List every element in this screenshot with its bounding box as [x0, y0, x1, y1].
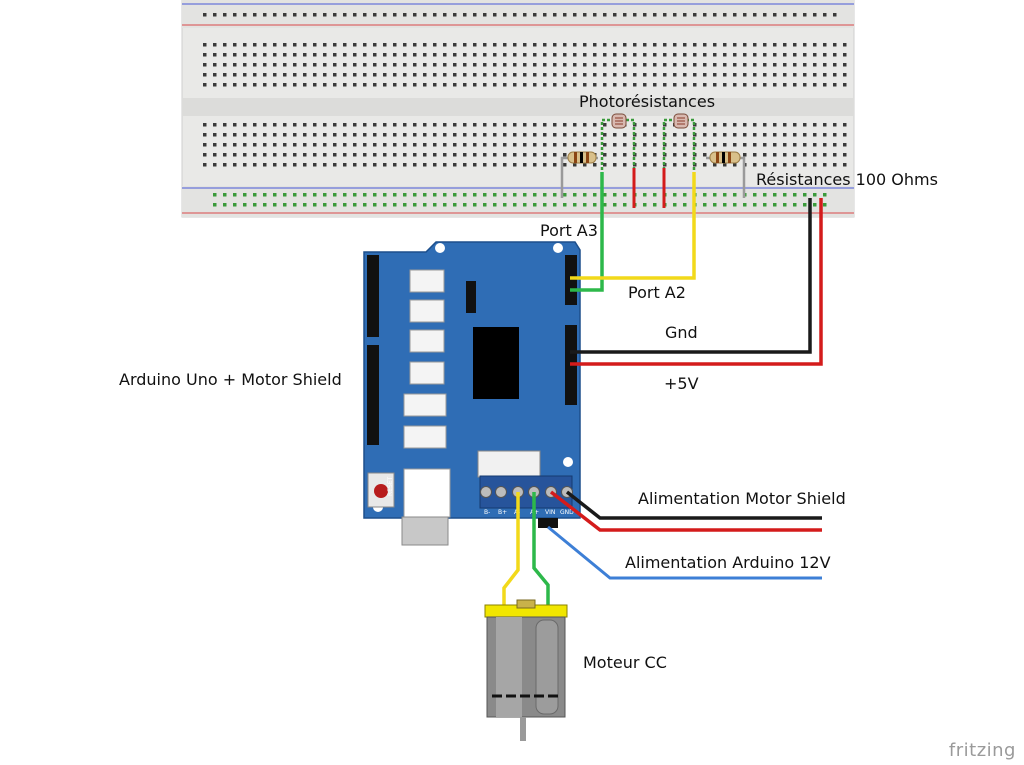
- photoresistor-right: [662, 113, 696, 175]
- label-port-a2: Port A2: [628, 283, 686, 302]
- photoresistor-left: [600, 113, 636, 175]
- label-photoresistances: Photorésistances: [579, 92, 716, 111]
- gnd-text: GND: [560, 509, 574, 516]
- arduino-board: [363, 241, 581, 546]
- wire-arduino-power: [547, 525, 822, 580]
- label-gnd: Gnd: [665, 323, 698, 342]
- fritzing-logo: fritzing: [948, 740, 1016, 761]
- wire-a2-yellow: [570, 172, 696, 280]
- label-board: Arduino Uno + Motor Shield: [119, 370, 342, 389]
- breadboard: [181, 0, 855, 218]
- wire-shield-power: [549, 490, 822, 532]
- label-power-arduino: Alimentation Arduino 12V: [625, 553, 831, 572]
- label-port-a3: Port A3: [540, 221, 598, 240]
- reset-text: RESET: [387, 476, 394, 496]
- label-motor: Moteur CC: [583, 653, 667, 672]
- resistor-right: [706, 151, 746, 198]
- label-5v: +5V: [664, 374, 699, 393]
- wire-a3-green: [570, 172, 604, 292]
- label-power-shield: Alimentation Motor Shield: [638, 489, 846, 508]
- dc-motor: [484, 599, 568, 741]
- vin-text: VIN: [545, 509, 555, 516]
- wire-5v-red: [570, 198, 823, 366]
- wire-gnd-black: [570, 198, 812, 354]
- b-minus-text: B-: [484, 509, 490, 516]
- b-plus-text: B+: [498, 509, 507, 516]
- wire-motor: [502, 492, 550, 605]
- label-resistances: Résistances 100 Ohms: [756, 170, 938, 189]
- resistor-left: [560, 151, 598, 198]
